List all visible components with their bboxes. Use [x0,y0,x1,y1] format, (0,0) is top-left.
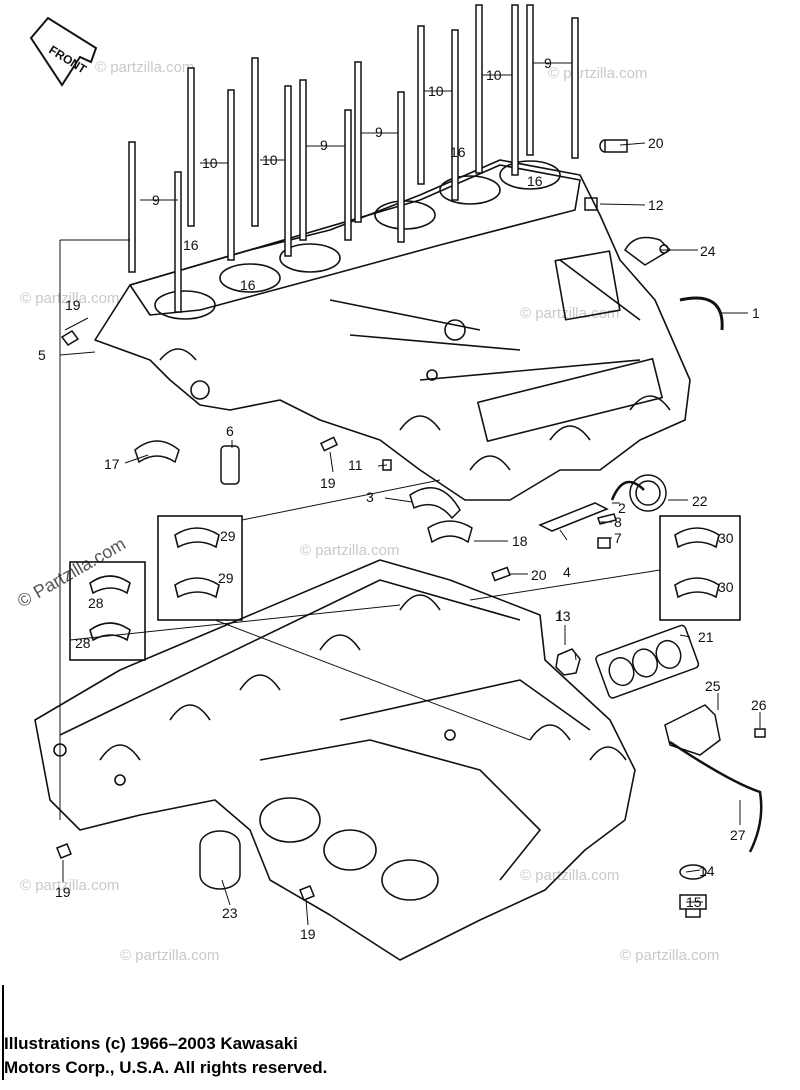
callout-6: 6 [226,423,234,439]
callout-19: 19 [65,297,81,313]
bolt-7 [597,537,611,549]
bearing-shell-boxes [69,515,741,661]
callout-9: 9 [320,137,328,153]
callout-29: 29 [218,570,234,586]
watermark-prominent: © Partzilla.com [14,533,129,611]
callout-30: 30 [718,579,734,595]
callout-10: 10 [202,155,218,171]
gasket-14 [679,864,707,880]
box-30 [659,515,741,621]
pin-19-upper [319,436,339,452]
callout-11: 11 [348,457,363,473]
watermark: © partzilla.com [120,947,219,964]
callout-24: 24 [700,243,716,259]
callout-25: 25 [705,678,721,694]
oil-filter-23 [199,830,241,890]
part-callouts: 1 2 3 4 5 6 7 8 9 9 9 9 9 10 10 10 10 11… [38,55,767,942]
watermark: © partzilla.com [548,65,647,82]
callout-16: 16 [240,277,256,293]
callout-20: 20 [648,135,664,151]
watermark: © partzilla.com [620,947,719,964]
callout-17: 17 [104,456,120,472]
callout-9: 9 [152,192,160,208]
callout-3: 3 [366,489,374,505]
left-margin-rule [2,985,4,1080]
callout-21: 21 [698,629,714,645]
callout-30: 30 [718,530,734,546]
plug-15 [679,894,707,918]
callout-28: 28 [88,595,104,611]
callout-13: 13 [555,608,571,624]
dowel-6 [220,445,240,485]
callout-22: 22 [692,493,708,509]
callout-26: 26 [751,697,767,713]
hose-27 [669,740,763,853]
callout-9: 9 [375,124,383,140]
callout-16: 16 [183,237,199,253]
callout-19: 19 [55,884,71,900]
bracket-24 [624,236,672,266]
leader-lines [59,62,761,926]
sensor-13 [555,648,581,676]
pin-12 [584,197,598,211]
callout-9: 9 [544,55,552,71]
callout-10: 10 [428,83,444,99]
callout-2: 2 [618,500,626,516]
copyright-notice: Illustrations (c) 1966–2003 Kawasaki Mot… [4,1032,564,1080]
bearing-insert-17 [134,440,180,464]
callout-15: 15 [686,894,702,910]
callout-14: 14 [699,863,715,879]
bearing-insert-18 [427,520,473,544]
pin-19-lower-left [56,843,72,859]
watermark: © partzilla.com [300,542,399,559]
copyright-line-2: Motors Corp., U.S.A. All rights reserved… [4,1058,328,1077]
bearing-kit-21 [595,624,700,699]
cover-25 [664,704,721,756]
pin-19-left [60,330,80,346]
callout-20: 20 [531,567,547,583]
callout-19: 19 [300,926,316,942]
watermark: © partzilla.com [20,877,119,894]
bolt-26 [754,728,766,738]
seal-22 [629,474,667,512]
callout-4: 4 [563,564,571,580]
upper-crankcase [94,159,691,501]
callout-1: 1 [752,305,760,321]
watermark: © partzilla.com [95,59,194,76]
bearing-insert-1 [679,296,724,331]
callout-8: 8 [614,514,622,530]
lower-crankcase [34,559,636,961]
callout-18: 18 [512,533,528,549]
callout-23: 23 [222,905,238,921]
watermark: © partzilla.com [20,290,119,307]
box-29 [157,515,243,621]
pin-19-lower-mid [299,885,315,901]
copyright-line-1: Illustrations (c) 1966–2003 Kawasaki [4,1034,298,1053]
washer-8 [597,513,617,525]
bearing-insert-2 [610,480,645,501]
watermark: © partzilla.com [520,305,619,322]
studs [128,4,579,313]
front-arrow: FRONT [29,16,98,87]
callout-12: 12 [648,197,664,213]
plate-4 [538,502,609,532]
callout-28: 28 [75,635,91,651]
callout-27: 27 [730,827,746,843]
watermark: © partzilla.com [520,867,619,884]
small-parts-lower [56,566,766,918]
box-28 [69,561,146,661]
callout-29: 29 [220,528,236,544]
pin-20-lower [491,566,511,582]
small-parts-upper [60,139,724,549]
callout-7: 7 [614,530,622,546]
callout-16: 16 [450,144,466,160]
callout-10: 10 [262,152,278,168]
callout-10: 10 [486,67,502,83]
callout-19: 19 [320,475,336,491]
callout-5: 5 [38,347,46,363]
bearing-insert-3 [409,487,461,520]
cap-20-top [599,139,628,153]
callout-16: 16 [527,173,543,189]
